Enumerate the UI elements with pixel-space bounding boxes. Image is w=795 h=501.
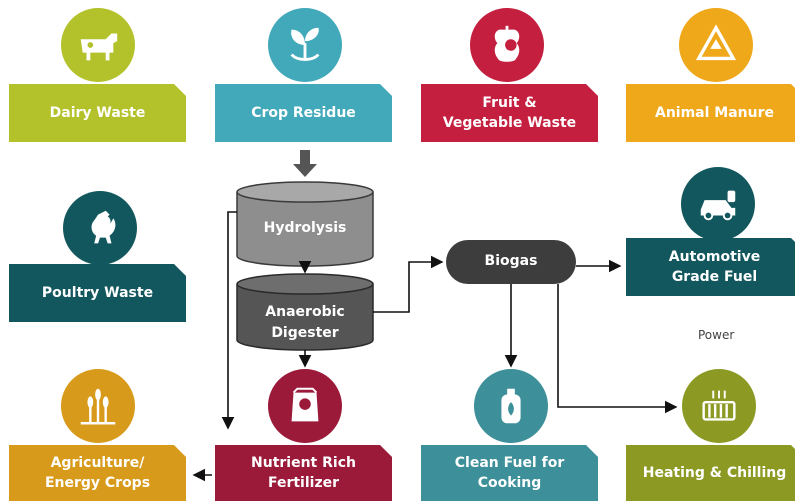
agriculture-crops-box: Agriculture/ Energy Crops	[9, 445, 186, 501]
sprout-recycle-icon	[268, 8, 342, 82]
heating-chilling-box: Heating & Chilling	[626, 445, 795, 501]
clean-fuel-box: Clean Fuel for Cooking	[421, 445, 598, 501]
fertilizer-box: Nutrient Rich Fertilizer	[215, 445, 392, 501]
fruit-vegetable-waste-box: Fruit & Vegetable Waste	[421, 84, 598, 142]
hydrolysis-cylinder	[236, 181, 374, 267]
radiator-icon	[682, 369, 756, 443]
recycle-triangle-icon	[679, 8, 753, 82]
digester-label: Anaerobic Digester	[265, 304, 345, 341]
wheat-crops-icon	[61, 369, 135, 443]
automotive-fuel-box: Automotive Grade Fuel	[626, 238, 795, 296]
gas-cylinder-icon	[474, 369, 548, 443]
cow-icon	[61, 8, 135, 82]
biogas-node	[446, 240, 576, 284]
animal-manure-box: Animal Manure	[626, 84, 795, 142]
input-arrow	[293, 150, 317, 177]
fertilizer-bag-icon	[268, 369, 342, 443]
rooster-icon	[63, 191, 137, 265]
dairy-waste-box: Dairy Waste	[9, 84, 186, 142]
poultry-waste-box: Poultry Waste	[9, 264, 186, 322]
biogas-label: Biogas	[484, 253, 538, 269]
car-fuel-icon	[681, 167, 755, 241]
connectors	[192, 211, 678, 482]
apple-core-icon	[470, 8, 544, 82]
crop-residue-box: Crop Residue	[215, 84, 392, 142]
digester-cylinder	[236, 273, 374, 351]
power-label: Power	[698, 328, 735, 342]
hydrolysis-label: Hydrolysis	[263, 220, 347, 236]
